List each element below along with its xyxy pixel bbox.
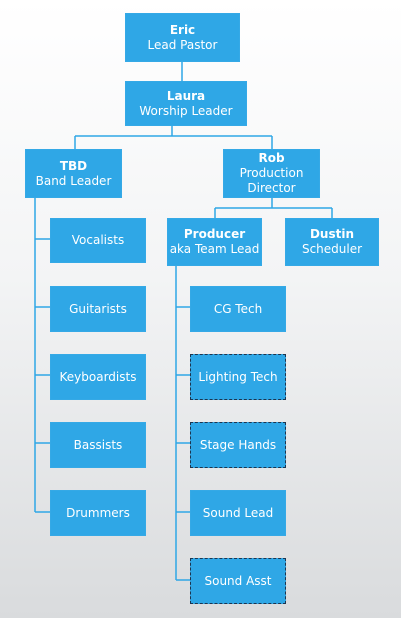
node-rob-role2: Director — [247, 181, 296, 195]
node-producer-role: aka Team Lead — [169, 242, 260, 256]
node-sound-lead[interactable]: Sound Lead — [190, 490, 286, 536]
node-vocalists-label: Vocalists — [71, 233, 125, 247]
node-laura[interactable]: Laura Worship Leader — [125, 81, 247, 126]
node-tbd[interactable]: TBD Band Leader — [25, 149, 122, 198]
node-eric-name: Eric — [169, 22, 196, 37]
node-rob[interactable]: Rob Production Director — [223, 149, 320, 198]
node-vocalists[interactable]: Vocalists — [50, 218, 146, 263]
node-cg-tech-label: CG Tech — [213, 301, 263, 316]
node-sound-asst[interactable]: Sound Asst — [190, 558, 286, 604]
node-bassists-label: Bassists — [73, 437, 123, 452]
node-drummers-label: Drummers — [66, 505, 130, 520]
node-stage-hands[interactable]: Stage Hands — [190, 422, 286, 468]
node-lighting-tech-label: Lighting Tech — [198, 369, 278, 384]
node-laura-role: Worship Leader — [139, 103, 233, 118]
node-rob-name: Rob — [258, 151, 285, 165]
node-guitarists-label: Guitarists — [69, 301, 127, 316]
node-bassists[interactable]: Bassists — [50, 422, 146, 468]
node-eric[interactable]: Eric Lead Pastor — [125, 13, 240, 62]
node-dustin[interactable]: Dustin Scheduler — [285, 218, 379, 266]
node-laura-name: Laura — [166, 88, 206, 103]
node-eric-role: Lead Pastor — [147, 37, 218, 52]
node-keyboardists[interactable]: Keyboardists — [50, 354, 146, 400]
node-producer-name: Producer — [183, 227, 246, 241]
node-guitarists[interactable]: Guitarists — [50, 286, 146, 332]
node-producer[interactable]: Producer aka Team Lead — [167, 218, 262, 266]
node-tbd-name: TBD — [59, 158, 88, 173]
node-keyboardists-label: Keyboardists — [59, 369, 137, 384]
node-tbd-role: Band Leader — [35, 173, 112, 188]
node-rob-role: Production — [239, 166, 304, 180]
node-cg-tech[interactable]: CG Tech — [190, 286, 286, 332]
node-drummers[interactable]: Drummers — [50, 490, 146, 536]
node-stage-hands-label: Stage Hands — [199, 437, 277, 452]
node-sound-asst-label: Sound Asst — [204, 573, 272, 588]
node-lighting-tech[interactable]: Lighting Tech — [190, 354, 286, 400]
node-dustin-name: Dustin — [309, 227, 355, 241]
node-sound-lead-label: Sound Lead — [202, 505, 274, 520]
node-dustin-role: Scheduler — [301, 242, 363, 256]
